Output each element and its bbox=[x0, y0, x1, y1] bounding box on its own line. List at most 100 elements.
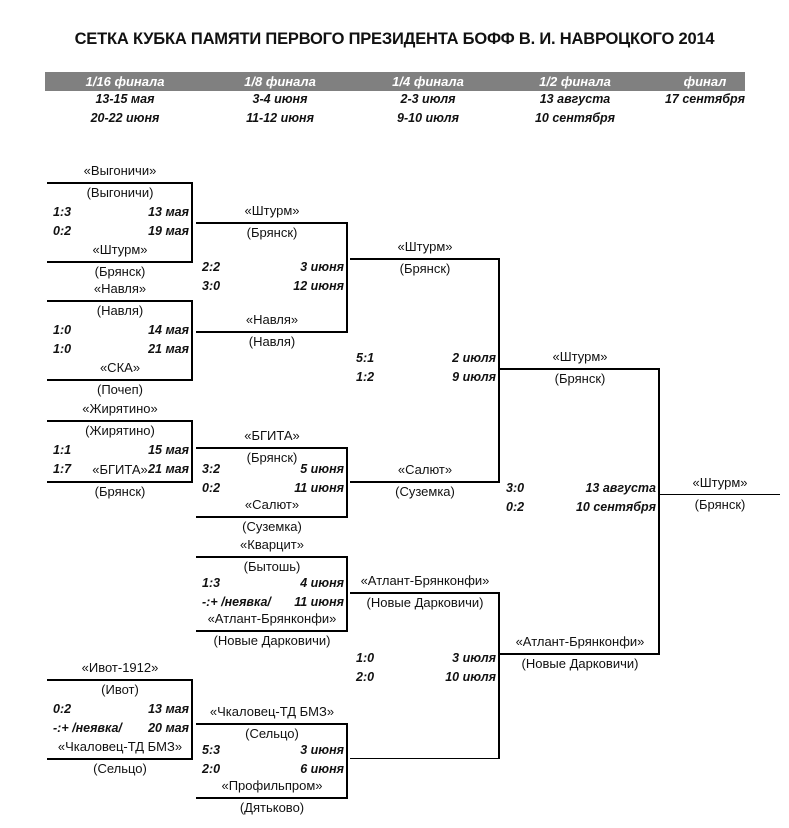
r8-m1-top-rule bbox=[196, 222, 348, 225]
sf-leg1-score: 3:0 bbox=[506, 481, 525, 495]
qf-m1-top-team: «Штурм» bbox=[397, 239, 453, 254]
r16-m3-bottom-city: (Брянск) bbox=[94, 484, 146, 499]
sf-bottom-city: (Новые Дарковичи) bbox=[521, 656, 639, 671]
r16-m4-leg2-score: -:+ /неявка/ bbox=[53, 721, 122, 735]
r16-m4-leg1-date: 13 мая bbox=[148, 702, 189, 716]
r8-m4-leg1-date: 3 июня bbox=[300, 743, 344, 757]
r8-m3-bottom-city: (Новые Дарковичи) bbox=[213, 633, 331, 648]
round-dates-1-16-leg1: 13-15 мая bbox=[95, 92, 155, 106]
round-dates-1-4-leg2: 9-10 июля bbox=[397, 111, 459, 125]
r8-m3-bottom-team: «Атлант-Брянконфи» bbox=[207, 611, 337, 626]
round-dates-1-2-leg2: 10 сентября bbox=[534, 111, 616, 125]
r8-m2-leg1-score: 3:2 bbox=[202, 462, 221, 476]
r16-m2-leg1-date: 14 мая bbox=[148, 323, 189, 337]
r8-m2-bottom-team: «Салют» bbox=[244, 497, 300, 512]
qf-m1-bottom-team: «Салют» bbox=[397, 462, 453, 477]
qf-m2-top-team: «Атлант-Брянконфи» bbox=[360, 573, 490, 588]
round-header-1-2: 1/2 финала bbox=[539, 74, 611, 89]
r8-m4-leg2-date: 6 июня bbox=[300, 762, 344, 776]
r8-m4-top-city: (Сельцо) bbox=[245, 726, 299, 741]
r16-m4-top-city: (Ивот) bbox=[101, 682, 139, 697]
r16-m3-connector bbox=[191, 420, 194, 483]
r16-m4-leg2-date: 20 мая bbox=[148, 721, 189, 735]
r8-m2-bottom-city: (Суземка) bbox=[242, 519, 302, 534]
r8-m3-top-rule bbox=[196, 556, 348, 559]
round-header-1-16: 1/16 финала bbox=[85, 74, 165, 89]
r8-m4-leg1-score: 5:3 bbox=[202, 743, 221, 757]
qf-m2-leg2-score: 2:0 bbox=[356, 670, 375, 684]
qf-m1-top-city: (Брянск) bbox=[399, 261, 451, 276]
r16-m3-leg2-score: 1:7 bbox=[53, 462, 72, 476]
r16-m3-bottom-team: «БГИТА» bbox=[92, 462, 148, 477]
round-dates-1-16-leg2: 20-22 июня bbox=[90, 111, 160, 125]
r8-m3-top-team: «Кварцит» bbox=[240, 537, 304, 552]
r16-m1-leg2-score: 0:2 bbox=[53, 224, 72, 238]
r8-m2-top-city: (Брянск) bbox=[246, 450, 298, 465]
round-dates-1-2-leg1: 13 августа bbox=[539, 92, 611, 106]
r16-m2-connector bbox=[191, 300, 194, 381]
r16-m2-bottom-city: (Почеп) bbox=[97, 382, 143, 397]
r8-m1-leg2-score: 3:0 bbox=[202, 279, 221, 293]
r16-m3-bottom-rule bbox=[47, 481, 193, 484]
r8-m1-bottom-city: (Навля) bbox=[248, 334, 296, 349]
round-header-final: финал bbox=[683, 74, 727, 89]
r8-m3-leg1-date: 4 июня bbox=[300, 576, 344, 590]
qf-m1-connector bbox=[498, 258, 501, 483]
r8-m3-top-city: (Бытошь) bbox=[243, 559, 301, 574]
r16-m2-leg2-score: 1:0 bbox=[53, 342, 72, 356]
r16-m2-top-city: (Навля) bbox=[96, 303, 144, 318]
r8-m3-leg1-score: 1:3 bbox=[202, 576, 221, 590]
r8-m1-bottom-team: «Навля» bbox=[245, 312, 299, 327]
r16-m3-top-team: «Жирятино» bbox=[82, 401, 158, 416]
sf-top-rule bbox=[500, 368, 660, 371]
r16-m4-bottom-team: «Чкаловец-ТД БМЗ» bbox=[57, 739, 183, 754]
qf-m1-bottom-rule bbox=[350, 481, 500, 484]
r8-m4-connector bbox=[346, 723, 349, 799]
r8-m1-top-team: «Штурм» bbox=[244, 203, 300, 218]
r8-m4-top-rule bbox=[196, 723, 348, 726]
qf-m1-leg1-date: 2 июля bbox=[452, 351, 496, 365]
sf-bottom-rule bbox=[500, 653, 660, 656]
r16-m4-top-team: «Ивот-1912» bbox=[81, 660, 159, 675]
r16-m2-bottom-rule bbox=[47, 379, 193, 382]
round-header-1-4: 1/4 финала bbox=[392, 74, 464, 89]
r8-m4-bottom-city: (Дятьково) bbox=[239, 800, 305, 815]
sf-top-city: (Брянск) bbox=[554, 371, 606, 386]
r8-m1-bottom-rule bbox=[196, 331, 348, 334]
r8-m1-leg1-score: 2:2 bbox=[202, 260, 221, 274]
sf-top-team: «Штурм» bbox=[552, 349, 608, 364]
r16-m2-bottom-team: «СКА» bbox=[99, 360, 141, 375]
qf-m2-top-rule bbox=[350, 592, 500, 595]
r16-m4-leg1-score: 0:2 bbox=[53, 702, 72, 716]
winner-team: «Штурм» bbox=[692, 475, 748, 490]
r16-m4-top-rule bbox=[47, 679, 193, 682]
r16-m1-bottom-city: (Брянск) bbox=[94, 264, 146, 279]
r16-m2-leg2-date: 21 мая bbox=[148, 342, 189, 356]
r16-m1-leg1-date: 13 мая bbox=[148, 205, 189, 219]
r16-m3-leg1-date: 15 мая bbox=[148, 443, 189, 457]
r8-m3-bottom-rule bbox=[196, 630, 348, 633]
sf-connector bbox=[658, 368, 661, 655]
r16-m1-connector bbox=[191, 182, 194, 263]
r16-m4-bottom-rule bbox=[47, 758, 193, 761]
qf-m2-connector bbox=[498, 592, 501, 759]
round-dates-1-4-leg1: 2-3 июля bbox=[400, 92, 456, 106]
r8-m2-leg2-date: 11 июня bbox=[294, 481, 344, 495]
qf-m2-leg2-date: 10 июля bbox=[445, 670, 496, 684]
r16-m2-top-rule bbox=[47, 300, 193, 303]
r8-m3-leg2-date: 11 июня bbox=[294, 595, 344, 609]
qf-m1-bottom-city: (Суземка) bbox=[395, 484, 455, 499]
winner-city: (Брянск) bbox=[694, 497, 746, 512]
qf-m2-leg1-date: 3 июля bbox=[452, 651, 496, 665]
qf-m1-leg1-score: 5:1 bbox=[356, 351, 375, 365]
r16-m2-top-team: «Навля» bbox=[93, 281, 147, 296]
qf-m2-bottom-rule bbox=[350, 758, 500, 760]
r8-m2-leg2-score: 0:2 bbox=[202, 481, 221, 495]
r8-m1-leg1-date: 3 июня bbox=[300, 260, 344, 274]
page-title: СЕТКА КУБКА ПАМЯТИ ПЕРВОГО ПРЕЗИДЕНТА БО… bbox=[74, 30, 715, 48]
qf-m2-leg1-score: 1:0 bbox=[356, 651, 375, 665]
r8-m3-leg2-score: -:+ /неявка/ bbox=[202, 595, 271, 609]
r8-m1-leg2-date: 12 июня bbox=[293, 279, 344, 293]
sf-leg1-date: 13 августа bbox=[585, 481, 656, 495]
r8-m1-top-city: (Брянск) bbox=[246, 225, 298, 240]
